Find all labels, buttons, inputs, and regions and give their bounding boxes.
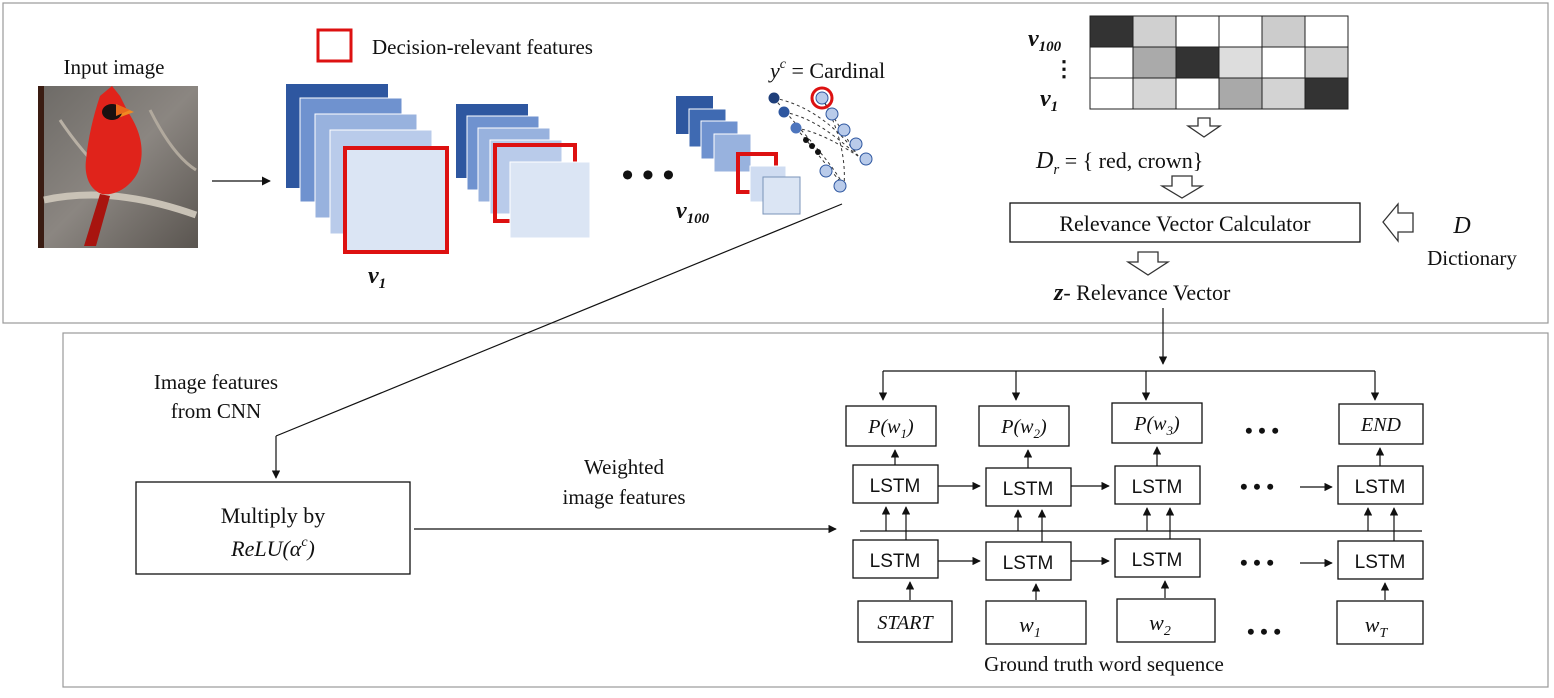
dictionary-left-arrow-icon <box>1382 202 1414 243</box>
class-output-label: yc = Cardinal <box>768 57 885 83</box>
cnn-features-line <box>275 203 843 437</box>
matrix-cell <box>1175 15 1220 48</box>
dictionary-var: D <box>1452 213 1470 239</box>
output-box-2: P(w2) <box>978 405 1070 447</box>
matrix-cell <box>1218 77 1263 110</box>
svg-text:LSTM: LSTM <box>1132 477 1183 498</box>
svg-text:LSTM: LSTM <box>1003 479 1054 500</box>
calculator-label: Relevance Vector Calculator <box>1059 211 1311 236</box>
output-box-3: P(w3) <box>1111 402 1203 444</box>
lstm-bottom-last: LSTM <box>1337 540 1424 580</box>
matrix-cell <box>1089 77 1134 110</box>
conv-layer-stack-2 <box>456 104 591 239</box>
weighted-label-line2: image features <box>562 485 685 509</box>
lstm-top-3: LSTM <box>1114 465 1201 505</box>
matrix-down-arrow-icon <box>1185 117 1223 138</box>
matrix-cell <box>1132 15 1177 48</box>
svg-text:LSTM: LSTM <box>1355 552 1406 573</box>
conv-layer-stack-1 <box>286 84 449 254</box>
lstm-top-2: LSTM <box>985 467 1072 507</box>
input-bird-image <box>38 86 198 248</box>
layer-ellipsis: • • • <box>622 157 675 194</box>
vertical-arrows <box>881 446 1399 600</box>
svg-text:P(w3): P(w3) <box>1133 413 1180 438</box>
lstm-bottom-3: LSTM <box>1114 538 1201 578</box>
svg-text:w2: w2 <box>1149 610 1171 639</box>
input-box-w1: w1 <box>985 600 1087 645</box>
matrix-cell <box>1089 46 1134 79</box>
matrix-cell <box>1304 15 1349 48</box>
input-image-label: Input image <box>64 55 165 79</box>
matrix-cell <box>1218 15 1263 48</box>
svg-text:wT: wT <box>1365 612 1389 641</box>
matrix-cell <box>1132 46 1177 79</box>
lstm-bottom-1: LSTM <box>852 539 939 579</box>
svg-text:P(w1): P(w1) <box>867 416 914 441</box>
matrix-cell <box>1132 77 1177 110</box>
recurrent-arrows <box>938 481 1333 568</box>
relevance-matrix <box>1089 15 1349 110</box>
lstm-bottom-2: LSTM <box>985 541 1072 581</box>
legend-label: Decision-relevant features <box>372 35 593 59</box>
relevance-vector-label: z- Relevance Vector <box>1053 280 1231 306</box>
output-neurons <box>768 86 873 193</box>
matrix-cell <box>1261 46 1306 79</box>
matrix-cell <box>1261 15 1306 48</box>
matrix-cell <box>1261 77 1306 110</box>
svg-text:START: START <box>877 612 934 634</box>
relevance-vector-calculator-box <box>1009 202 1361 243</box>
svg-text:LSTM: LSTM <box>870 551 921 572</box>
output-box-end: END <box>1338 403 1424 445</box>
legend-red-box-icon <box>316 28 353 63</box>
calculator-down-arrow-icon <box>1125 251 1171 276</box>
input-box-start: START <box>857 600 953 643</box>
svg-text:LSTM: LSTM <box>1132 550 1183 571</box>
svg-text:P(w2): P(w2) <box>1000 416 1047 441</box>
matrix-cell <box>1175 46 1220 79</box>
matrix-cell <box>1218 46 1263 79</box>
output-ellipsis: • • • <box>1245 418 1279 443</box>
svg-text:LSTM: LSTM <box>1003 553 1054 574</box>
bottom-panel <box>62 332 1549 688</box>
input-box-w2: w2 <box>1116 598 1216 643</box>
lstm-top-ellipsis: • • • <box>1240 474 1274 499</box>
multiply-label-line1: Multiply by <box>221 503 326 528</box>
conv-layer-stack-3 <box>676 96 801 215</box>
weighted-label-line1: Weighted <box>584 455 664 479</box>
layer-v100-label: v100 <box>676 198 710 227</box>
ground-truth-label: Ground truth word sequence <box>984 652 1224 676</box>
layer-v1-label: v1 <box>368 263 386 292</box>
lstm-top-last: LSTM <box>1337 465 1424 505</box>
matrix-cell <box>1089 15 1134 48</box>
image-features-label-line2: from CNN <box>171 399 261 423</box>
relevant-words-label: Dr = { red, crown} <box>1035 148 1203 178</box>
svg-text:LSTM: LSTM <box>1355 477 1406 498</box>
svg-text:w1: w1 <box>1019 612 1041 641</box>
input-box-wT: wT <box>1336 600 1424 645</box>
top-panel <box>2 2 1549 324</box>
matrix-row-ellipsis: ⋮ <box>1053 56 1075 81</box>
input-ellipsis: • • • <box>1247 619 1281 644</box>
multiply-label-line2: ReLU(αc) <box>230 535 315 561</box>
matrix-cell <box>1304 46 1349 79</box>
dictionary-label: Dictionary <box>1427 246 1517 270</box>
svg-text:END: END <box>1360 414 1402 436</box>
matrix-row-v100-label: v100 <box>1028 26 1062 55</box>
matrix-row-v1-label: v1 <box>1040 86 1058 115</box>
words-down-arrow-icon <box>1159 175 1205 199</box>
matrix-cell <box>1304 77 1349 110</box>
output-box-1: P(w1) <box>845 405 937 447</box>
multiply-box <box>135 481 411 575</box>
image-features-label-line1: Image features <box>154 370 278 394</box>
matrix-cell <box>1175 77 1220 110</box>
svg-text:LSTM: LSTM <box>870 476 921 497</box>
lstm-bottom-ellipsis: • • • <box>1240 550 1274 575</box>
lstm-top-1: LSTM <box>852 464 939 504</box>
